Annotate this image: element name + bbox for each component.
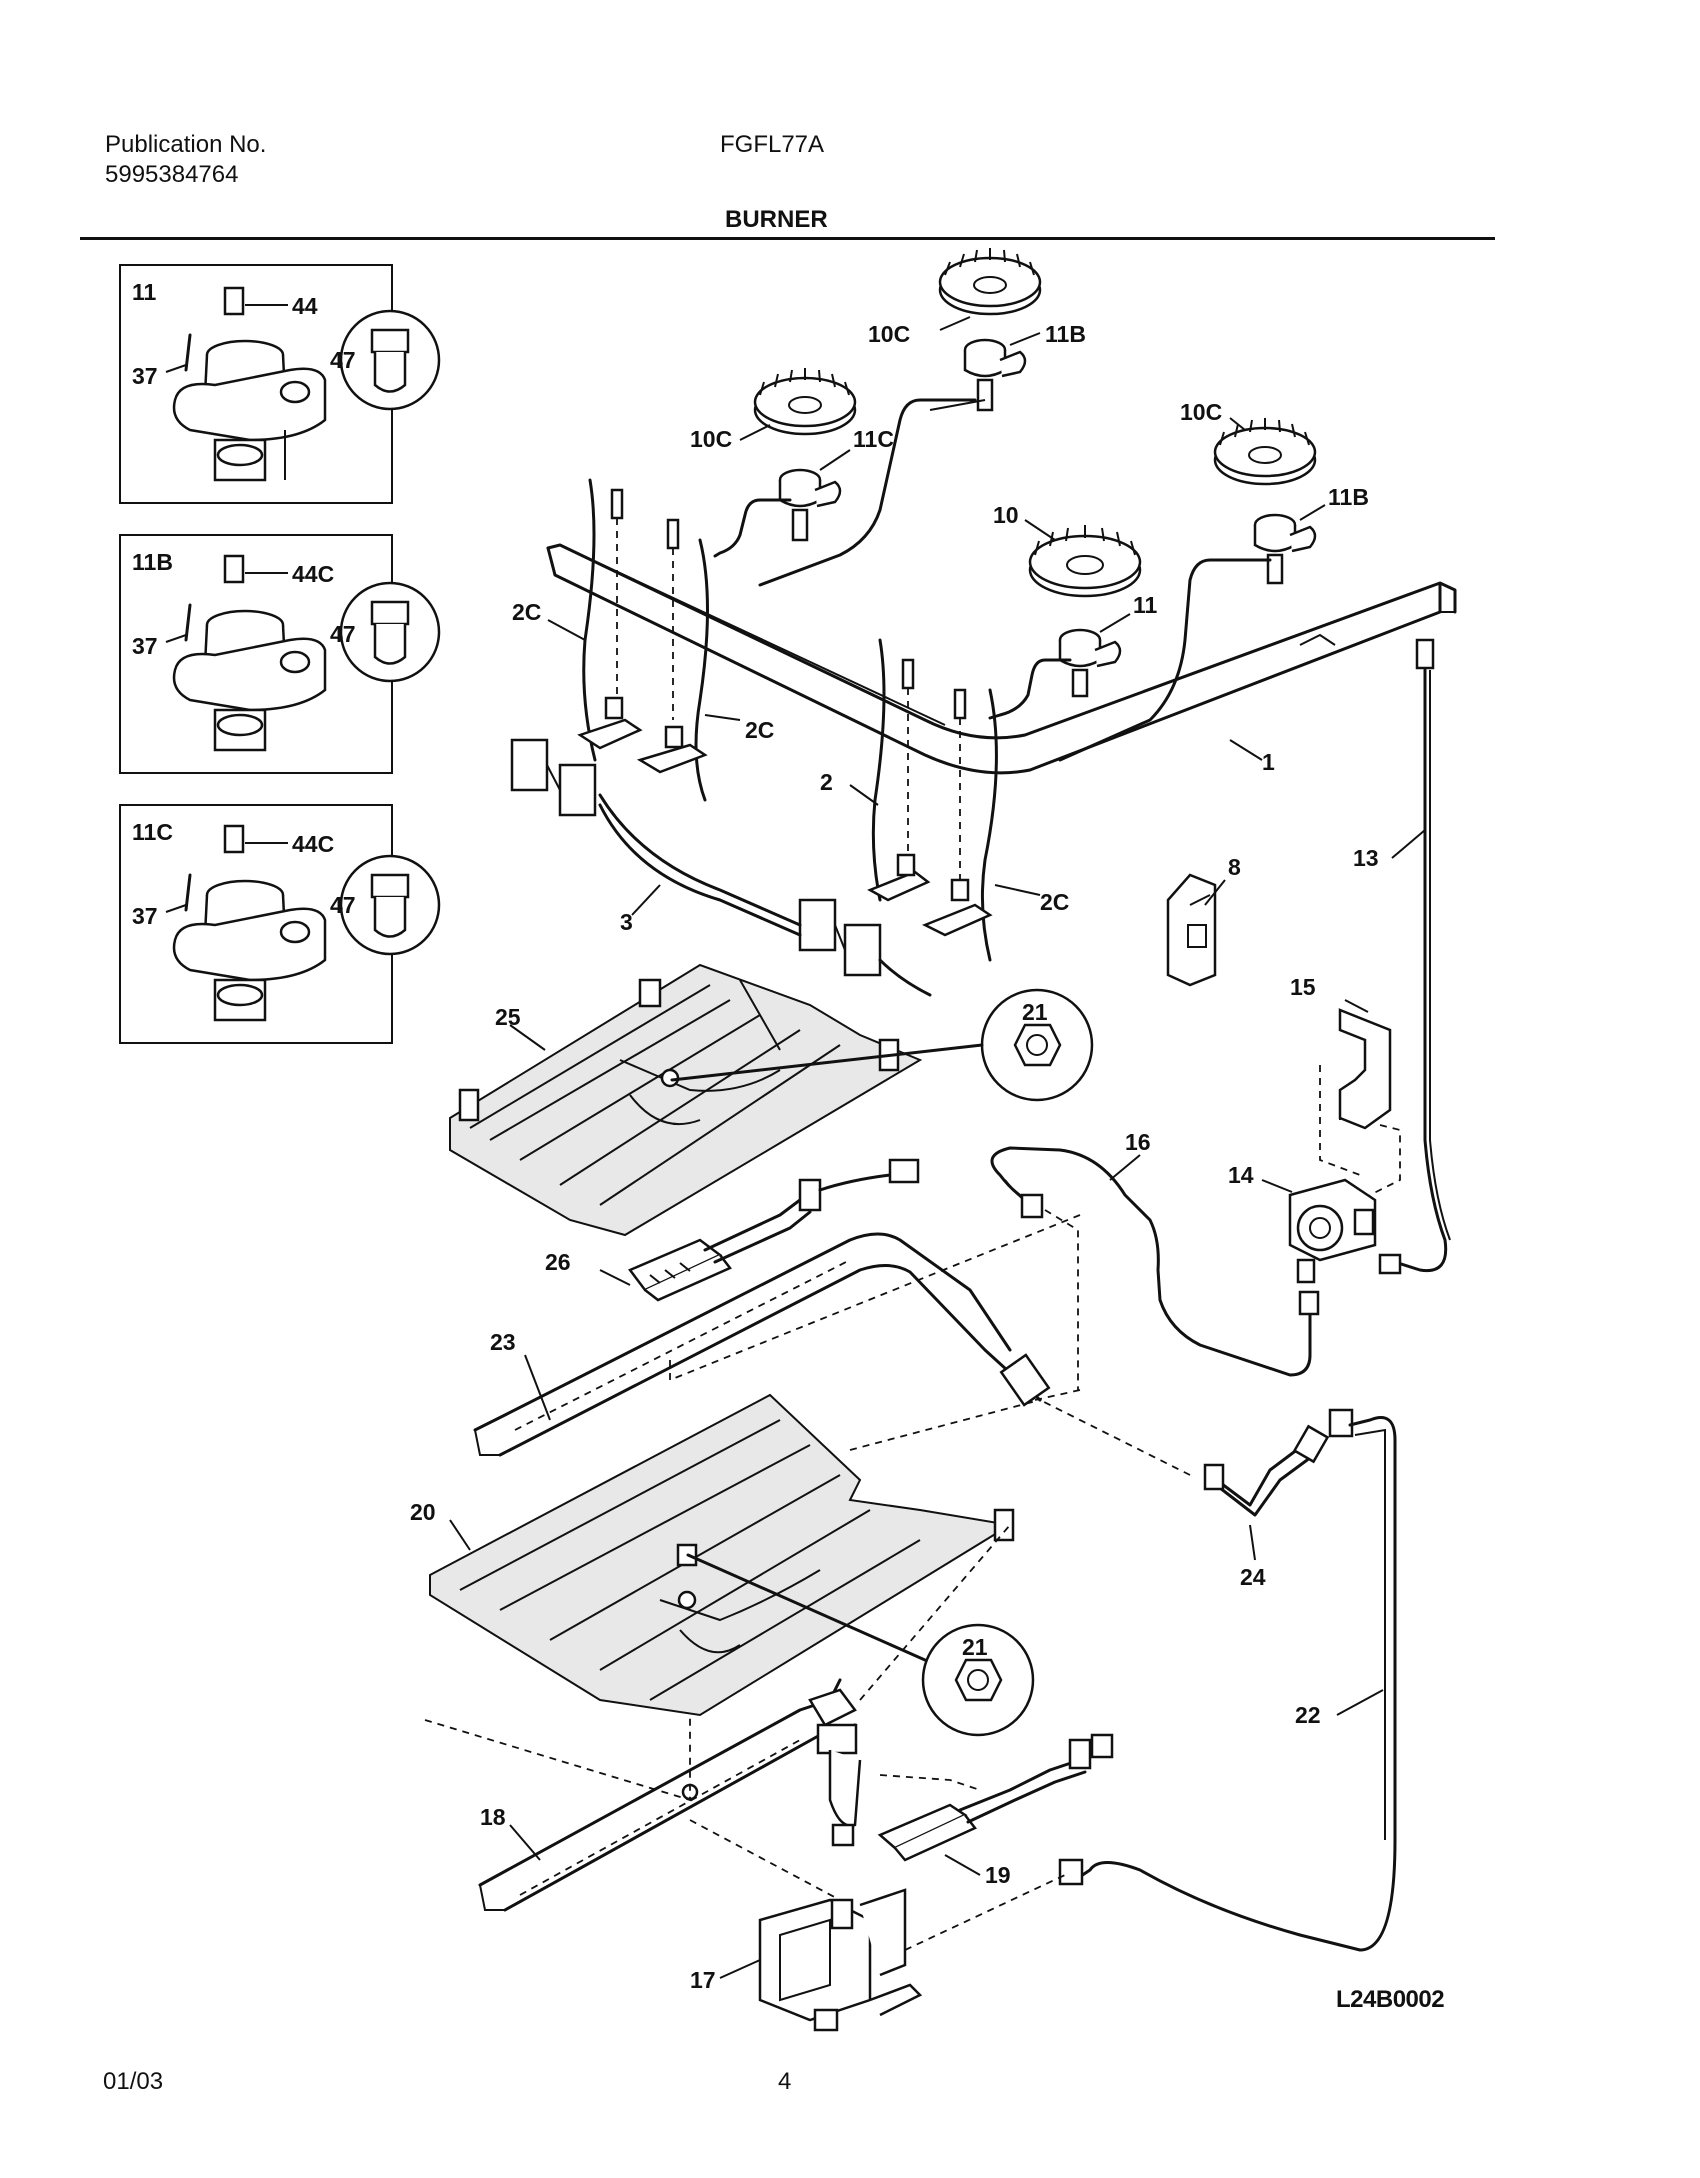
callout-20: 20: [410, 1499, 436, 1525]
part-label-circle: 47: [330, 892, 356, 918]
publication-number: 5995384764: [105, 161, 239, 188]
callout-15: 15: [1290, 974, 1316, 1000]
callout-23: 23: [490, 1329, 516, 1355]
ignition-harness-3: [510, 738, 932, 997]
inset-11: 11 44 37 47: [119, 264, 441, 504]
callout-24: 24: [1240, 1564, 1266, 1590]
callout-10c: 10C: [1180, 399, 1222, 425]
part-label-screw: 37: [132, 633, 158, 659]
publication-label: Publication No.: [105, 131, 267, 158]
callout-1: 1: [1262, 749, 1275, 775]
callout-11b: 11B: [1045, 321, 1086, 347]
part-label-orifice: 44C: [292, 561, 334, 587]
manifold-bracket-1: [546, 543, 1457, 775]
callout-8: 8: [1228, 854, 1241, 880]
model-number: FGFL77A: [720, 131, 825, 158]
burner-cap-10c-top: [938, 248, 1042, 316]
part-label-orifice: 44: [292, 293, 318, 319]
callout-10: 10: [993, 502, 1019, 528]
inset-11b: 11B 44C 37 47: [119, 534, 441, 774]
igniter-19: [877, 1733, 1114, 1862]
callout-2c: 2C: [745, 717, 774, 743]
callout-11c: 11C: [853, 426, 894, 452]
inset-title: 11C: [132, 819, 173, 845]
callout-2c: 2C: [512, 599, 541, 625]
bracket-15: [1338, 1008, 1392, 1130]
callout-11b: 11B: [1328, 484, 1369, 510]
callout-22: 22: [1295, 1702, 1321, 1728]
burner-cap-10c-left: [753, 368, 857, 436]
nut-21-lower: [686, 1553, 1035, 1737]
inset-title: 11: [132, 279, 157, 305]
burner-shield-20: [429, 1393, 1015, 1717]
safety-valve-17: [758, 1888, 923, 2032]
callout-16: 16: [1125, 1129, 1151, 1155]
callout-13: 13: [1353, 845, 1379, 871]
elbow-fitting-24: [1203, 1424, 1330, 1517]
callout-10c: 10C: [690, 426, 732, 452]
tube-13: [1378, 638, 1451, 1275]
burner-base-11c: [778, 468, 842, 542]
nut-21-upper: [670, 988, 1094, 1102]
part-8-bracket: [1166, 873, 1217, 987]
gas-tube: [758, 398, 977, 587]
callout-10c: 10C: [868, 321, 910, 347]
callout-2c: 2C: [1040, 889, 1069, 915]
header-rule: [80, 237, 1495, 240]
callout-14: 14: [1228, 1162, 1254, 1188]
section-title: BURNER: [725, 206, 828, 233]
callout-11: 11: [1133, 592, 1158, 618]
valve-group-right: [867, 638, 998, 962]
igniter-26: [628, 1158, 920, 1302]
burner-cap-10c-right: [1213, 418, 1317, 486]
tube-16: [990, 1146, 1320, 1377]
tube-22: [1058, 1408, 1397, 1952]
burner-cap-10: [1028, 525, 1142, 598]
callout-3: 3: [620, 909, 633, 935]
regulator-14: [1288, 1178, 1377, 1284]
callout-21: 21: [962, 1634, 988, 1660]
part-label-circle: 47: [330, 347, 356, 373]
part-label-screw: 37: [132, 363, 158, 389]
part-label-screw: 37: [132, 903, 158, 929]
burner-base-11b-top: [963, 338, 1027, 412]
part-label-orifice: 44C: [292, 831, 334, 857]
page-number: 4: [778, 2068, 792, 2095]
callout-25: 25: [495, 1004, 521, 1030]
drawing-number: L24B0002: [1336, 1986, 1445, 2013]
inset-11c: 11C 44C 37 47: [119, 804, 441, 1044]
burner-base-11: [1058, 628, 1122, 698]
callout-18: 18: [480, 1804, 506, 1830]
inset-title: 11B: [132, 549, 173, 575]
callout-2: 2: [820, 769, 833, 795]
burner-tube-23: [473, 1232, 1051, 1457]
callout-19: 19: [985, 1862, 1011, 1888]
callout-26: 26: [545, 1249, 571, 1275]
footer-date: 01/03: [103, 2068, 164, 2095]
callout-21: 21: [1022, 999, 1048, 1025]
burner-base-11b-right: [1253, 513, 1317, 585]
callout-17: 17: [690, 1967, 716, 1993]
part-label-circle: 47: [330, 621, 356, 647]
burner-shield-25: [449, 963, 923, 1237]
burner-tube-18: [478, 1678, 862, 1912]
